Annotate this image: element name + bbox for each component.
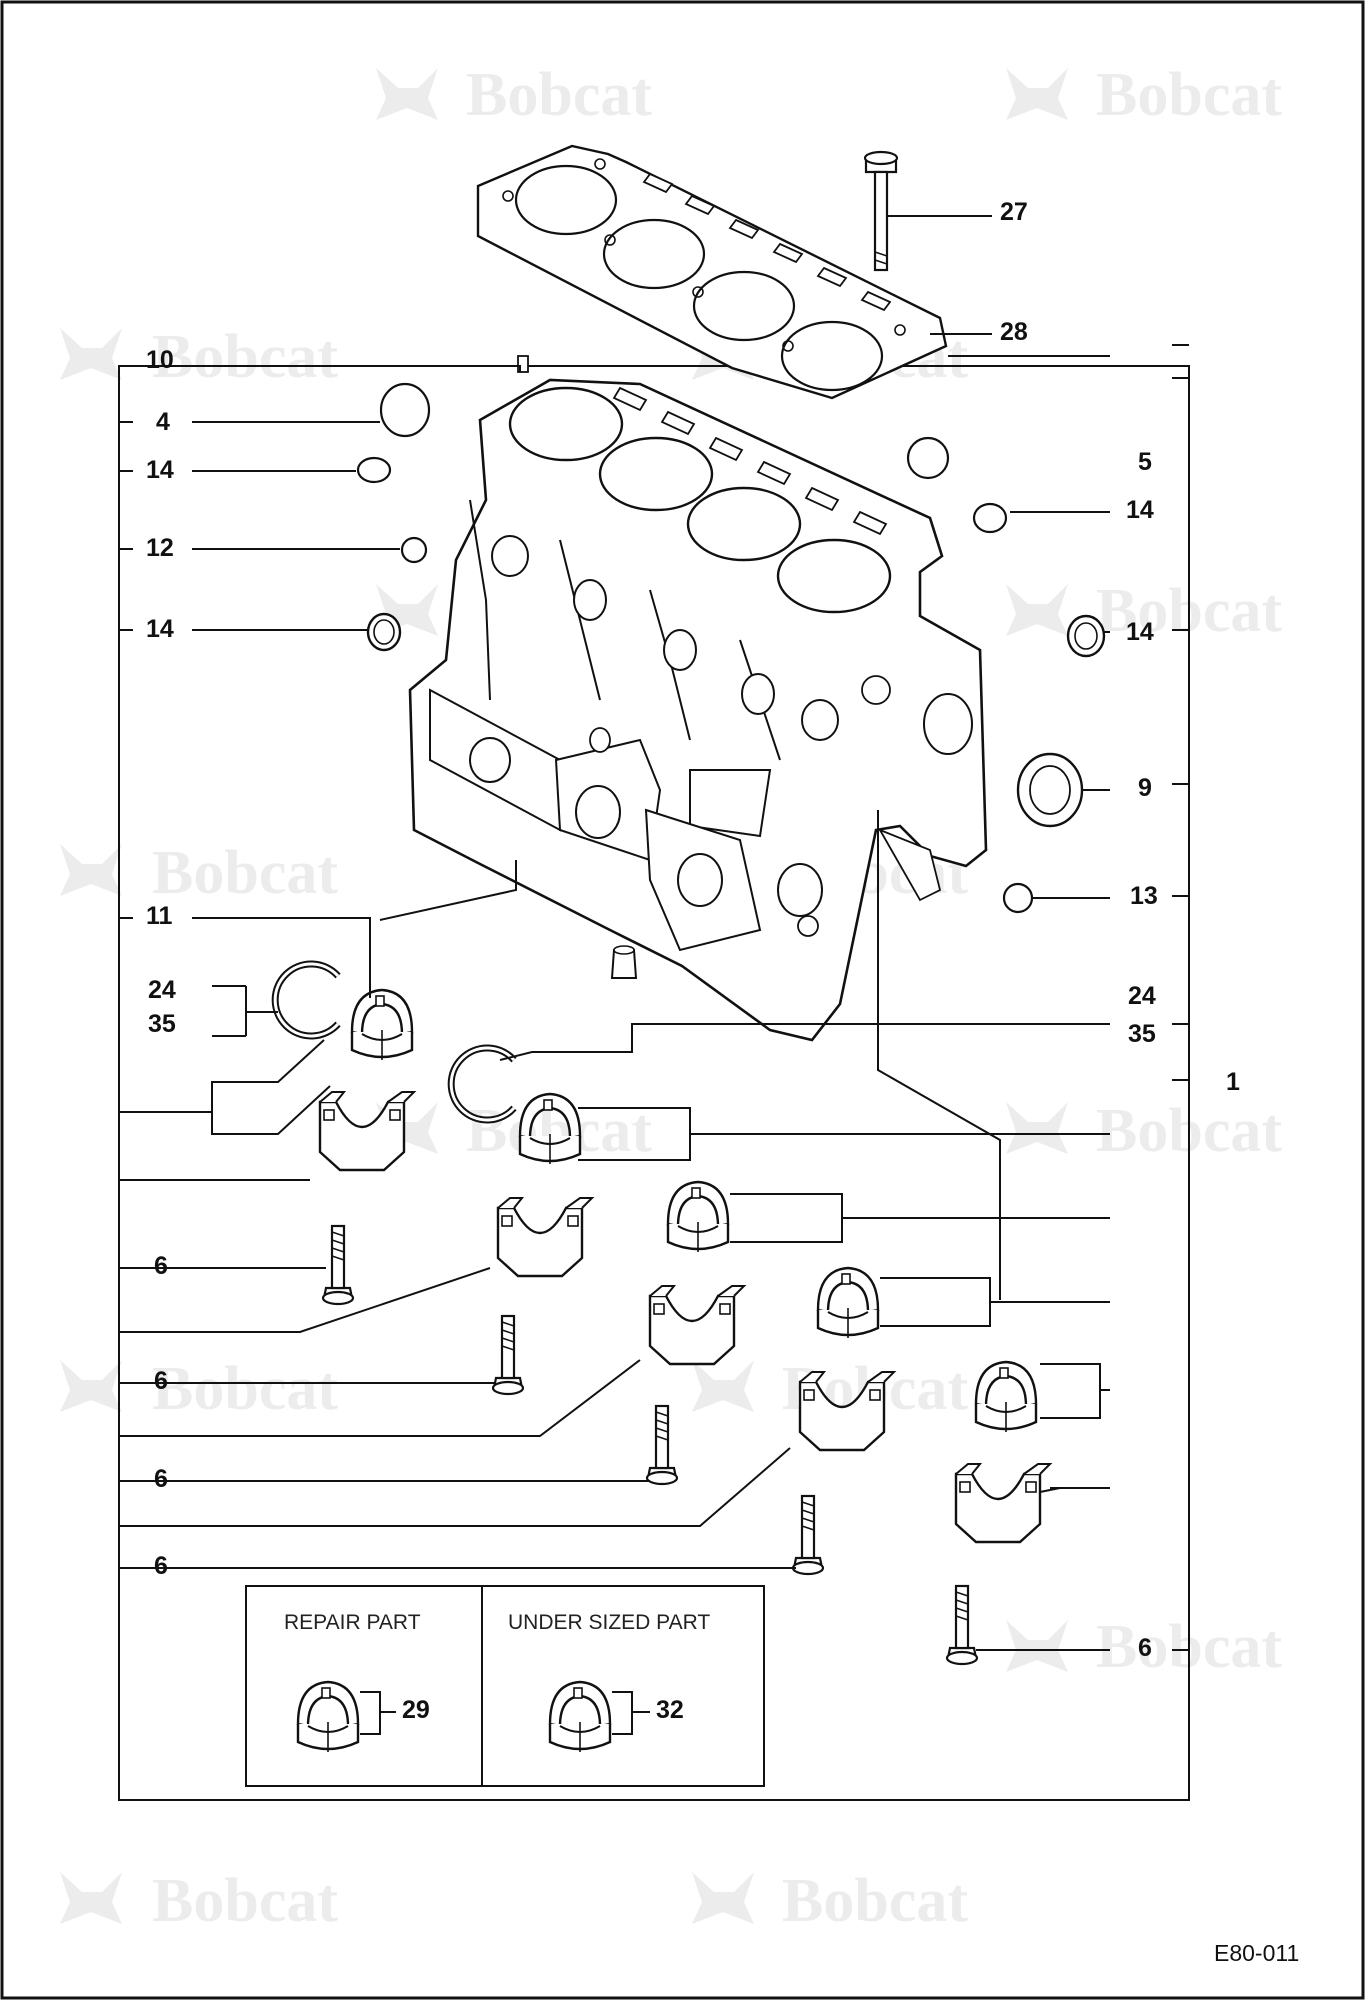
thrust-washer-drawing	[275, 964, 338, 1036]
main-bearing-cap-drawing	[648, 1284, 746, 1366]
callout-14-right-upper: 14	[1126, 496, 1154, 524]
bobcat-logo-watermark	[60, 1360, 122, 1412]
watermark-text: Bobcat	[466, 61, 652, 129]
callout-9: 9	[1138, 774, 1152, 802]
callout-11: 11	[146, 902, 173, 930]
callout-4: 4	[156, 408, 170, 436]
bobcat-logo-watermark	[1006, 584, 1068, 636]
callout-6-d: 6	[154, 1552, 168, 1580]
callout-14-left-upper: 14	[146, 456, 174, 484]
callout-6-b: 6	[154, 1367, 168, 1395]
under-sized-part-caption: UNDER SIZED PART	[508, 1611, 711, 1634]
callout-29: 29	[402, 1696, 430, 1724]
main-bearing-bolt-drawing	[491, 1314, 525, 1396]
watermark-text: Bobcat	[152, 323, 338, 391]
callout-27: 27	[1000, 198, 1028, 226]
callout-24-right: 24	[1128, 982, 1156, 1010]
callout-24-left: 24	[148, 976, 176, 1004]
cylinder-block-drawing	[408, 378, 988, 1042]
main-bearing-bolt-drawing	[791, 1494, 825, 1576]
callout-28: 28	[1000, 318, 1028, 346]
callout-1: 1	[1226, 1068, 1240, 1096]
main-bearing-cap-drawing	[496, 1196, 594, 1278]
bobcat-logo-watermark	[1006, 68, 1068, 120]
main-bearing-shell-drawing	[666, 1180, 730, 1254]
watermark-text: Bobcat	[152, 1355, 338, 1423]
head-bolt-drawing	[863, 150, 899, 272]
main-bearing-cap-drawing	[318, 1090, 416, 1172]
callout-32: 32	[656, 1696, 684, 1724]
head-gasket-drawing	[476, 144, 948, 400]
callout-5: 5	[1138, 448, 1152, 476]
callout-10: 10	[146, 346, 174, 374]
callout-6-a: 6	[154, 1252, 168, 1280]
callout-12: 12	[146, 534, 174, 562]
main-bearing-cap-drawing	[954, 1462, 1052, 1544]
callout-13: 13	[1130, 882, 1158, 910]
main-bearing-shell-drawing	[350, 988, 414, 1062]
bobcat-logo-watermark	[60, 844, 122, 896]
repair-part-caption: REPAIR PART	[284, 1611, 421, 1634]
callout-14-left-lower: 14	[146, 615, 174, 643]
watermark-text: Bobcat	[1096, 61, 1282, 129]
watermark-text: Bobcat	[152, 1867, 338, 1935]
main-bearing-cap-drawing	[798, 1370, 896, 1452]
callout-35-right: 35	[1128, 1020, 1156, 1048]
bobcat-logo-watermark	[692, 1872, 754, 1924]
callout-6-c: 6	[154, 1465, 168, 1493]
bobcat-logo-watermark	[1006, 1102, 1068, 1154]
small-parts-drawing	[356, 355, 1106, 979]
watermark-text: Bobcat	[782, 1867, 968, 1935]
callout-6-e: 6	[1138, 1634, 1152, 1662]
main-bearing-shell-drawing	[518, 1092, 582, 1166]
bobcat-logo-watermark	[60, 1872, 122, 1924]
main-bearing-bolt-drawing	[645, 1404, 679, 1486]
bobcat-logo-watermark	[60, 328, 122, 380]
main-bearing-shell-drawing	[974, 1360, 1038, 1434]
main-bearing-bolt-drawing	[321, 1224, 355, 1306]
callout-35-left: 35	[148, 1010, 176, 1038]
bobcat-logo-watermark	[1006, 1620, 1068, 1672]
callout-14-right-lower: 14	[1126, 618, 1154, 646]
main-bearing-bolt-drawing	[945, 1584, 979, 1666]
document-id: E80-011	[1214, 1940, 1300, 1966]
watermark-text: Bobcat	[152, 839, 338, 907]
bobcat-logo-watermark	[692, 1360, 754, 1412]
bobcat-logo-watermark	[376, 68, 438, 120]
main-bearing-shell-drawing	[816, 1266, 880, 1340]
